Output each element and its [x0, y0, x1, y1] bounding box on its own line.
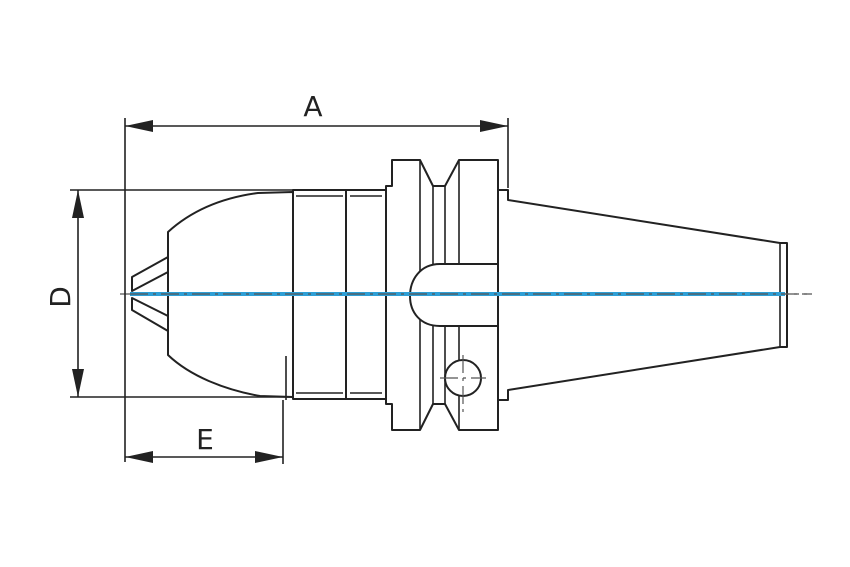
dimension-label-a: A	[303, 90, 322, 123]
dimension-a: A	[124, 90, 509, 462]
chuck-jaw-upper	[131, 256, 169, 292]
chuck-jaw-lower	[131, 297, 169, 332]
dimension-label-d: D	[44, 286, 77, 308]
arrow-a-left	[125, 120, 153, 132]
dimension-e: E	[125, 400, 284, 464]
arrow-e-left	[125, 451, 153, 463]
dimension-label-e: E	[196, 423, 214, 456]
arrow-e-right	[255, 451, 283, 463]
arrow-d-top	[72, 190, 84, 218]
arrow-a-right	[480, 120, 508, 132]
arrow-d-bottom	[72, 369, 84, 397]
dimension-d: D	[44, 189, 293, 398]
